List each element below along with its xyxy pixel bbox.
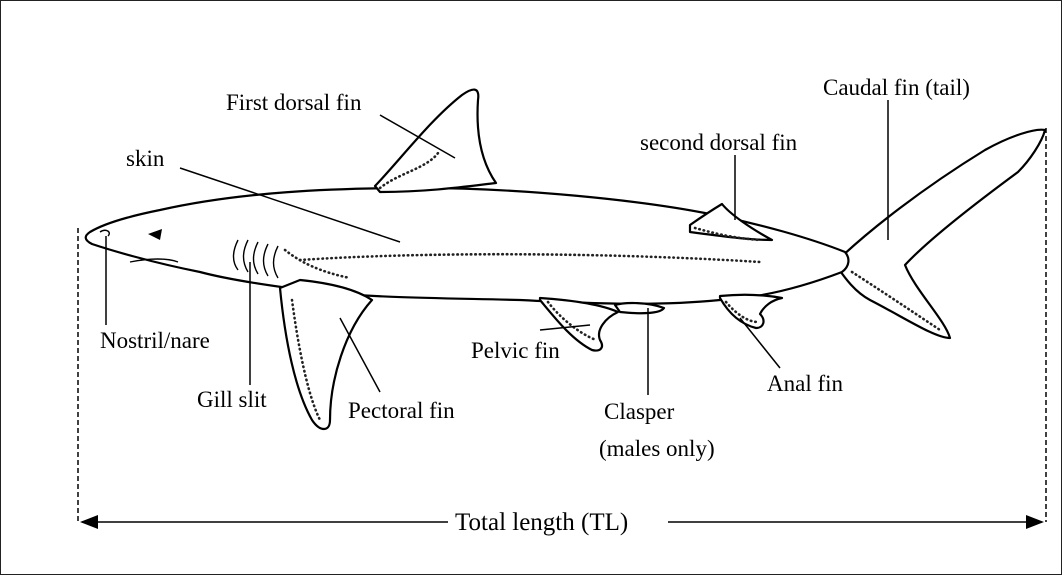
leader-pectoral [340,318,380,392]
arrowhead-right-icon [1026,515,1044,529]
label-skin: skin [126,146,165,171]
second-dorsal-fin-shape [690,204,772,240]
label-anal-fin: Anal fin [767,371,844,396]
label-gill-slit: Gill slit [197,387,267,412]
first-dorsal-fin-shape [375,90,496,192]
label-pectoral-fin: Pectoral fin [348,398,455,423]
shark-body-shape [86,188,849,304]
label-pelvic-fin: Pelvic fin [471,338,560,363]
label-first-dorsal-fin: First dorsal fin [226,90,362,115]
label-caudal-fin: Caudal fin (tail) [823,75,970,100]
caudal-fin-shape [838,130,1045,338]
shark-illustration [86,90,1045,429]
label-clasper-note: (males only) [599,436,715,461]
anal-fin-shape [720,295,782,328]
label-second-dorsal-fin: second dorsal fin [640,130,798,155]
arrowhead-left-icon [80,515,98,529]
label-clasper: Clasper [604,399,675,424]
label-total-length: Total length (TL) [455,509,628,536]
label-nostril: Nostril/nare [100,328,210,353]
